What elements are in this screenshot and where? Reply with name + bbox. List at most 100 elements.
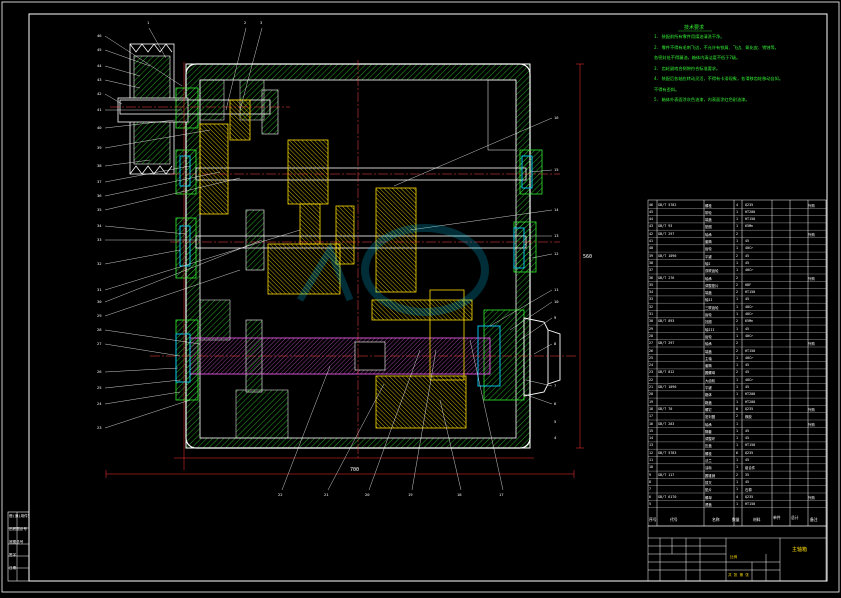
part-label: 5 xyxy=(554,419,557,424)
bom-cell-name: 箱体 xyxy=(705,393,712,398)
part-label: 18 xyxy=(457,492,462,497)
bom-cell-qty: 2 xyxy=(736,282,739,287)
tech-note-line: 5. 箱体外表面涂灰色油漆，内表面涂红色耐油漆。 xyxy=(654,97,750,102)
bom-cell-material: HT200 xyxy=(745,392,756,397)
bom-cell-no: 46 xyxy=(649,202,654,207)
bom-cell-name: 螺栓 xyxy=(705,451,712,456)
bom-cell-name: 垫圈 xyxy=(705,225,712,230)
tech-note-line: 4. 装配后各轴应转动灵活，不得有卡滞现象，各滑移齿轮移动自如。 xyxy=(654,76,784,81)
bom-cell-material: HT150 xyxy=(745,290,756,295)
part-label: 32 xyxy=(97,261,102,266)
part-label: 2 xyxy=(244,20,247,25)
watermark-logo xyxy=(296,224,489,316)
bom-cell-name: 轴III xyxy=(705,327,715,332)
bom-cell-material: 45 xyxy=(745,436,750,441)
bom-cell-no: 33 xyxy=(649,297,654,302)
part-label: 16 xyxy=(554,115,559,120)
bom-cell-code: GB/T 70 xyxy=(658,406,673,411)
bom-cell-no: 31 xyxy=(649,312,654,317)
bom-cell-material: 45 xyxy=(745,428,750,433)
part-label: 21 xyxy=(324,492,329,497)
bom-cell-name: 轴承 xyxy=(705,276,712,281)
bom-cell-no: 19 xyxy=(649,399,654,404)
bom-header-total: 总计 xyxy=(791,515,799,520)
bom-cell-no: 8 xyxy=(649,479,652,484)
bom-cell-material: 65Mn xyxy=(745,224,754,229)
bom-cell-no: 32 xyxy=(649,304,654,309)
bom-cell-no: 43 xyxy=(649,224,654,229)
part-label: 17 xyxy=(499,492,504,497)
bom-cell-name: 调整垫片 xyxy=(705,283,719,288)
bom-cell-no: 6 xyxy=(649,494,652,499)
bom-cell-qty: 1 xyxy=(736,428,739,433)
part-label: 28 xyxy=(97,327,102,332)
bom-cell-name: 套筒 xyxy=(705,364,712,369)
bom-cell-no: 11 xyxy=(649,458,654,463)
bom-cell-material: HT150 xyxy=(745,443,756,448)
bom-cell-qty: 6 xyxy=(736,450,739,455)
bom-cell-qty: 1 xyxy=(736,355,739,360)
bom-cell-code: GB/T 812 xyxy=(658,370,675,375)
bom-cell-qty: 1 xyxy=(736,399,739,404)
bom-cell-no: 25 xyxy=(649,355,654,360)
bom-cell-material: HT150 xyxy=(745,501,756,506)
bom-cell-material: Q235 xyxy=(745,450,754,455)
bom-cell-name: 轴I xyxy=(705,261,711,266)
bom-cell-material: 组合件 xyxy=(745,466,756,471)
bom-cell-qty: 4 xyxy=(736,202,739,207)
part-label: 12 xyxy=(554,251,559,256)
bom-cell-no: 14 xyxy=(649,436,654,441)
bom-cell-material: 45 xyxy=(745,239,750,244)
part-label: 6 xyxy=(554,401,557,406)
bom-cell-material: 45 xyxy=(745,253,750,258)
bom-cell-name: 圆锥销 xyxy=(705,473,716,478)
bom-cell-no: 44 xyxy=(649,217,654,222)
bom-cell-qty: 1 xyxy=(736,501,739,506)
bom-cell-qty: 1 xyxy=(736,479,739,484)
part-label: 33 xyxy=(97,237,102,242)
bom-cell-qty: 1 xyxy=(736,487,739,492)
bom-cell-name: 轴承 xyxy=(705,422,712,427)
bom-cell-no: 22 xyxy=(649,377,654,382)
bom-cell-name: 端盖 xyxy=(705,291,712,296)
inner-frame xyxy=(28,13,828,582)
bom-cell-material: 45 xyxy=(745,326,750,331)
bom-cell-code: GB/T 93 xyxy=(658,224,673,229)
bom-cell-name: 平键 xyxy=(705,254,712,259)
bom-cell-name: 双联齿轮 xyxy=(705,269,719,274)
bom-cell-no: 24 xyxy=(649,363,654,368)
bom-cell-qty: 2 xyxy=(736,231,739,236)
part-label: 3 xyxy=(260,20,263,25)
bom-cell-no: 30 xyxy=(649,319,654,324)
tech-notes-title: 技术要求 xyxy=(684,25,705,31)
tech-note-line: 1. 装配前所有零件用煤油清洗干净。 xyxy=(654,34,725,39)
bom-cell-qty: 1 xyxy=(736,217,739,222)
bom-cell-qty: 1 xyxy=(736,421,739,426)
bom-cell-code: GB/T 6170 xyxy=(658,494,677,499)
bom-header-note: 备注 xyxy=(810,517,818,522)
part-label: 44 xyxy=(97,63,102,68)
bom-cell-no: 38 xyxy=(649,260,654,265)
bom-cell-code: GB/T 5783 xyxy=(658,450,677,455)
bom-cell-name: 法兰 xyxy=(705,459,712,464)
bom-cell-material: HT150 xyxy=(745,217,756,222)
part-label: 7 xyxy=(554,383,557,388)
part-label: 19 xyxy=(408,492,413,497)
bom-cell-material: Q235 xyxy=(745,494,754,499)
bom-cell-name: 挡圈 xyxy=(705,320,712,325)
binding-strip xyxy=(7,511,30,582)
bom-cell-material: 40Cr xyxy=(745,312,754,317)
bom-cell-qty: 2 xyxy=(736,253,739,258)
